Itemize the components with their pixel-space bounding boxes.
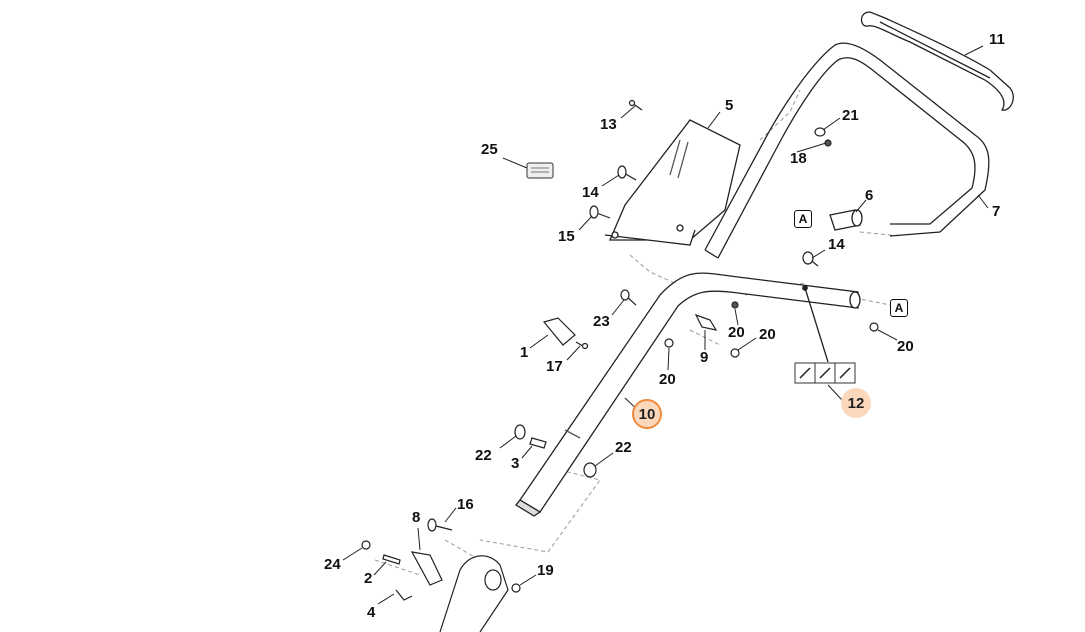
callout-8: 8: [412, 509, 421, 526]
callout-13: 13: [600, 116, 617, 133]
hardware-parts: [361, 99, 879, 632]
callout-5: 5: [725, 97, 734, 114]
callout-20-c: 20: [897, 338, 914, 355]
callout-19: 19: [537, 562, 554, 579]
callout-3: 3: [511, 455, 520, 472]
callout-4: 4: [367, 604, 376, 621]
label-sticker-25: [526, 162, 554, 179]
callout-16: 16: [457, 496, 474, 513]
reference-marker-a-right: A: [890, 299, 908, 317]
callout-14-upper: 14: [582, 184, 599, 201]
callout-24: 24: [324, 556, 341, 573]
warning-label-12: [794, 362, 856, 384]
callout-18: 18: [790, 150, 807, 167]
callout-20-b: 20: [759, 326, 776, 343]
callout-20-a: 20: [728, 324, 745, 341]
cover-plate-5: [604, 119, 741, 246]
reference-marker-a-left: A: [794, 210, 812, 228]
callout-6: 6: [865, 187, 874, 204]
leader-lines: [342, 45, 989, 605]
knob-6: [829, 209, 863, 231]
callout-2: 2: [364, 570, 373, 587]
highlighted-callout-10[interactable]: 10: [632, 399, 662, 429]
callout-1: 1: [520, 344, 529, 361]
callout-22-b: 22: [615, 439, 632, 456]
callout-23: 23: [593, 313, 610, 330]
main-handle-tube-10: [515, 272, 861, 517]
callout-7: 7: [992, 203, 1001, 220]
callout-14-lower: 14: [828, 236, 845, 253]
callout-17: 17: [546, 358, 563, 375]
callout-21: 21: [842, 107, 859, 124]
callout-25: 25: [481, 141, 498, 158]
callout-22-a: 22: [475, 447, 492, 464]
callout-9: 9: [700, 349, 709, 366]
callout-11: 11: [989, 31, 1005, 48]
callout-15: 15: [558, 228, 575, 245]
highlighted-callout-12[interactable]: 12: [841, 388, 871, 418]
upper-handle-7: [704, 42, 990, 259]
callout-20-d: 20: [659, 371, 676, 388]
upper-grip-11: [860, 11, 1014, 111]
